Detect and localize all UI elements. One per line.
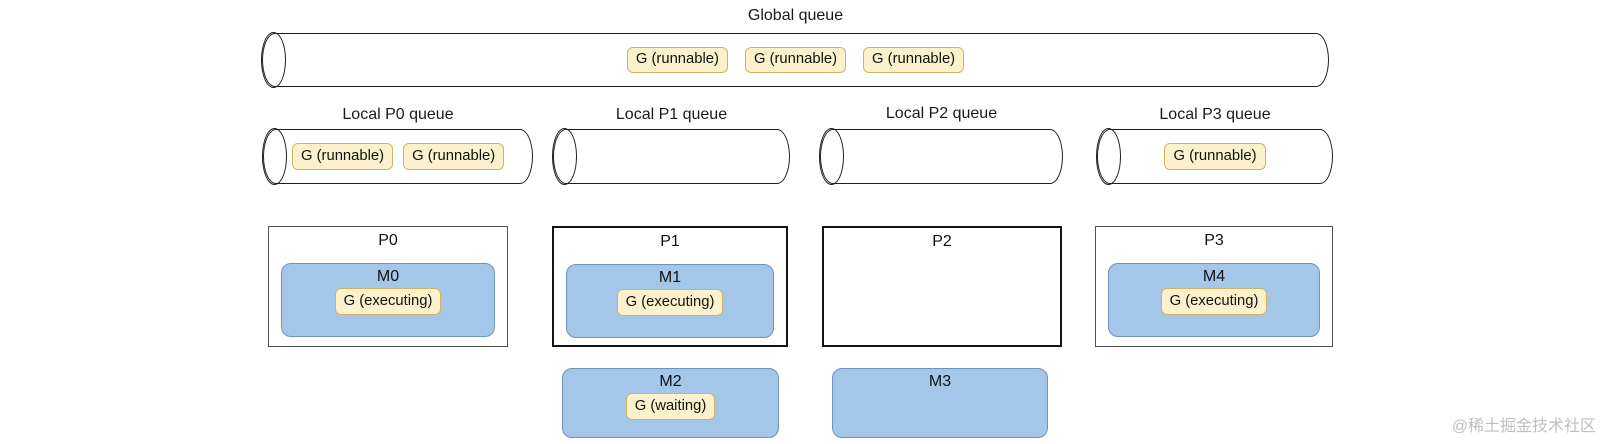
- goroutine-waiting-badge: G (waiting): [625, 393, 716, 420]
- global-queue-items: G (runnable) G (runnable) G (runnable): [263, 34, 1328, 86]
- global-queue-cylinder: G (runnable) G (runnable) G (runnable): [261, 32, 1329, 88]
- machine-box-m3: M3: [832, 368, 1048, 438]
- goroutine-runnable-badge: G (runnable): [744, 46, 847, 74]
- machine-label: M1: [658, 269, 682, 286]
- local-p3-queue-title: Local P3 queue: [1159, 106, 1271, 123]
- goroutine-runnable-badge: G (runnable): [1164, 143, 1266, 170]
- local-p3-queue-cylinder: G (runnable): [1096, 128, 1333, 185]
- local-p2-queue-cylinder: [819, 128, 1063, 185]
- goroutine-runnable-badge: G (runnable): [292, 143, 394, 170]
- machine-label: M2: [659, 373, 682, 390]
- processor-label: P3: [1204, 232, 1224, 249]
- machine-box-m0: M0 G (executing): [281, 263, 495, 337]
- processor-box-p0: P0 M0 G (executing): [268, 226, 508, 347]
- local-p1-queue-cylinder: [552, 128, 790, 185]
- processor-label: P1: [660, 233, 680, 250]
- local-p0-queue-title: Local P0 queue: [342, 106, 454, 123]
- machine-label: M3: [928, 373, 952, 390]
- machine-label: M0: [376, 268, 400, 285]
- processor-label: P0: [378, 232, 398, 249]
- goroutine-executing-badge: G (executing): [616, 289, 724, 316]
- processor-label: P2: [932, 233, 952, 250]
- local-p0-queue-cylinder: G (runnable) G (runnable): [262, 128, 533, 185]
- goroutine-executing-badge: G (executing): [334, 288, 442, 315]
- local-p0-queue-items: G (runnable) G (runnable): [264, 130, 532, 183]
- machine-box-m4: M4 G (executing): [1108, 263, 1320, 337]
- global-queue-title: Global queue: [747, 7, 844, 24]
- goroutine-executing-badge: G (executing): [1160, 288, 1268, 315]
- local-p1-queue-title: Local P1 queue: [615, 106, 728, 123]
- processor-box-p3: P3 M4 G (executing): [1095, 226, 1333, 347]
- machine-box-m1: M1 G (executing): [566, 264, 774, 338]
- local-p3-queue-items: G (runnable): [1098, 130, 1332, 183]
- goroutine-runnable-badge: G (runnable): [626, 46, 728, 74]
- machine-label: M4: [1202, 268, 1226, 285]
- local-p2-queue-title: Local P2 queue: [885, 105, 998, 122]
- processor-box-p2: P2: [822, 226, 1062, 347]
- goroutine-runnable-badge: G (runnable): [403, 143, 505, 170]
- processor-box-p1: P1 M1 G (executing): [552, 226, 788, 347]
- watermark: @稀土掘金技术社区: [1451, 418, 1596, 435]
- goroutine-runnable-badge: G (runnable): [863, 46, 965, 74]
- machine-box-m2: M2 G (waiting): [562, 368, 779, 438]
